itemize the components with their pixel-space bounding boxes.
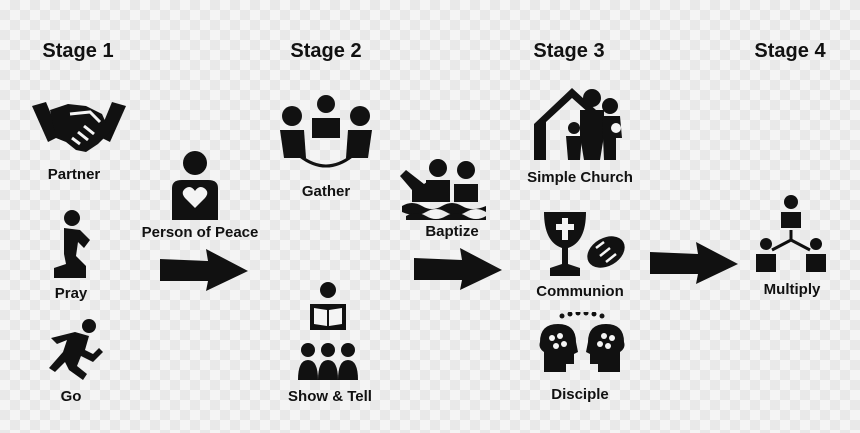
multiply-label: Multiply	[763, 281, 821, 298]
praying-person-icon	[50, 208, 100, 280]
stage-2-title: Stage 2	[290, 40, 362, 62]
running-person-icon	[45, 318, 105, 382]
house-family-icon	[532, 84, 624, 164]
handshake-icon	[30, 92, 128, 162]
stage-4-title: Stage 4	[754, 40, 826, 62]
pray-label: Pray	[54, 285, 88, 302]
disciple-label: Disciple	[551, 386, 609, 403]
baptize-label: Baptize	[425, 223, 479, 240]
arrow-stage3-to-stage4	[648, 240, 740, 286]
arrow-stage2-to-stage3	[412, 246, 504, 292]
partner-label: Partner	[47, 166, 101, 183]
hierarchy-people-icon	[752, 194, 830, 274]
go-label: Go	[60, 388, 82, 405]
arrow-stage1-to-stage2	[158, 247, 250, 293]
person-of-peace-label: Person of Peace	[141, 224, 259, 241]
heads-connection-icon	[538, 312, 626, 378]
show-and-tell-label: Show & Tell	[288, 388, 372, 405]
person-reading-to-group-icon	[298, 282, 358, 382]
person-heart-icon	[168, 150, 222, 222]
communion-label: Communion	[536, 283, 624, 300]
chalice-bread-icon	[540, 208, 628, 278]
baptism-icon	[398, 156, 492, 222]
stage-1-title: Stage 1	[42, 40, 114, 62]
gather-label: Gather	[301, 183, 351, 200]
simple-church-label: Simple Church	[527, 169, 633, 186]
group-circle-icon	[278, 94, 374, 168]
stage-3-title: Stage 3	[533, 40, 605, 62]
